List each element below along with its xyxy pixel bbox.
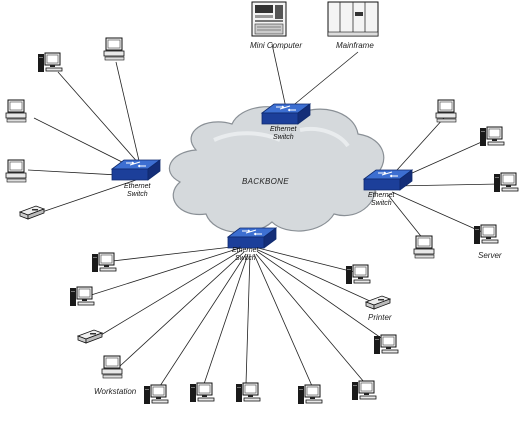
pc-bottom-8	[373, 334, 399, 355]
workstation-left-3	[5, 99, 27, 123]
pc-bottom-6	[297, 384, 323, 405]
workstation-bottom	[101, 355, 123, 379]
pc-bottom-9	[345, 264, 371, 285]
workstation-left-4	[5, 159, 27, 183]
printer-right	[365, 295, 391, 310]
switch-left-label-line1: Ethernet	[124, 183, 152, 190]
pc-bottom-1	[91, 252, 117, 273]
switch-top-label-line1: Ethernet	[270, 126, 298, 133]
switch-left	[111, 159, 161, 181]
workstation-label: Workstation	[94, 387, 137, 396]
workstation-right-1	[435, 99, 457, 123]
workstation-right-5	[413, 235, 435, 259]
printer-bottom-left	[77, 329, 103, 344]
switch-right-label-line2: Switch	[371, 200, 392, 207]
switch-right-label-line1: Ethernet	[368, 192, 396, 199]
pc-right-2	[479, 126, 505, 147]
mainframe	[327, 1, 379, 37]
pc-left-1	[37, 52, 63, 73]
backbone-cloud: BACKBONE	[168, 106, 385, 234]
mini-computer	[251, 1, 287, 37]
switch-bottom-label-line1: Ethernet	[232, 247, 260, 254]
pc-right-3	[493, 172, 519, 193]
pc-bottom-3	[143, 384, 169, 405]
mainframe-label: Mainframe	[336, 41, 374, 50]
switch-top-label-line2: Switch	[273, 134, 294, 141]
printer-left	[19, 205, 45, 220]
pc-bottom-2	[69, 286, 95, 307]
mini-computer-label: Mini Computer	[250, 41, 302, 50]
server-label: Server	[478, 251, 502, 260]
server	[473, 224, 499, 245]
pc-left-2	[103, 37, 125, 61]
pc-bottom-7	[351, 380, 377, 401]
switch-left-label-line2: Switch	[127, 191, 148, 198]
backbone-label: BACKBONE	[242, 177, 289, 186]
switch-bottom-label-line2: Switch	[235, 255, 256, 262]
pc-bottom-4	[189, 382, 215, 403]
pc-bottom-5	[235, 382, 261, 403]
printer-label: Printer	[368, 313, 392, 322]
